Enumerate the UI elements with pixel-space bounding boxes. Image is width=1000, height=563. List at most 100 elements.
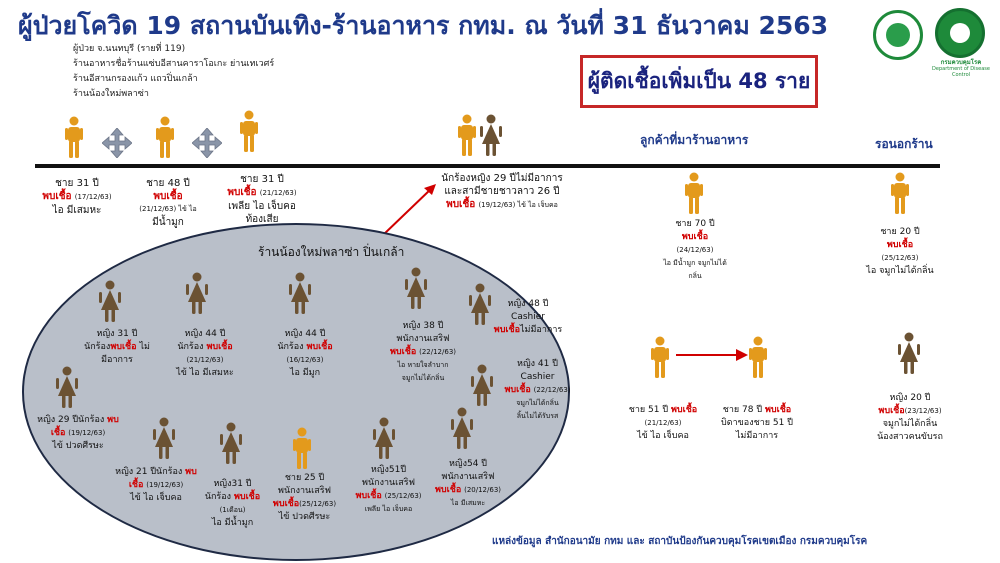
infected-tag: พบเชื้อ	[272, 499, 300, 509]
female-person-icon	[153, 417, 175, 459]
timeline-case: ชาย 31 ปี พบเชื้อ (21/12/63) เพลีย ไอ เจ…	[222, 173, 302, 226]
male-person-icon	[749, 336, 767, 378]
case-role: พนักงานเสริฟ	[396, 334, 450, 344]
case-age: ชาย 78 ปี	[722, 405, 763, 415]
case-symptoms: มีอาการ	[101, 355, 133, 365]
infected-tag: พบเชื้อ	[493, 325, 521, 335]
logo-caption-en: Department of Disease Control	[932, 66, 990, 78]
case-symptoms: ท้องเสีย	[245, 214, 279, 225]
case-role: พนักงานเสริฟ	[441, 472, 495, 482]
case-age: หญิง 29 ปีนักร้อง	[37, 415, 105, 425]
male-person-icon	[458, 114, 476, 156]
logo-caption: กรมควบคุมโรค Department of Disease Contr…	[924, 59, 998, 79]
case-date: (17/12/63)	[74, 193, 112, 201]
case-relation: บิดาของชาย 51 ปี	[721, 418, 793, 428]
index-case-info: ผู้ป่วย จ.นนทบุรี (รายที่ 119) ร้านอาหาร…	[73, 42, 274, 102]
venue-case: หญิง 38 ปี พนักงานเสริฟ พบเชื้อ (22/12/6…	[378, 320, 468, 385]
male-person-icon	[891, 172, 909, 214]
case-date: (25/12/63)	[881, 254, 919, 262]
female-person-icon	[220, 422, 242, 464]
right-arrow-icon	[676, 349, 748, 361]
right-arrow-icon	[381, 184, 436, 237]
venue-case: หญิง 21 ปีนักร้อง พบ เชื้อ (19/12/63) ไข…	[106, 466, 206, 505]
male-person-icon	[156, 116, 174, 158]
venue-case: หญิง51ปี พนักงานเสริฟ พบเชื้อ (25/12/63)…	[346, 464, 431, 516]
infected-tag: พบเชื้อ	[670, 405, 698, 415]
case-symptoms: ไอ มีเสมหะ	[52, 205, 102, 216]
case-symptoms: ไอ มีน้ำมูก จมูกไม่ได้	[663, 259, 727, 267]
case-age: หญิง 20 ปี	[889, 393, 931, 403]
case-symptoms: กลิ่น	[688, 272, 702, 280]
venue-case: หญิง 31 ปี นักร้องพบเชื้อ ไม่ มีอาการ	[72, 328, 162, 367]
total-cases-callout: ผู้ติดเชื้อเพิ่มเป็น 48 ราย	[580, 55, 818, 108]
case-role: พนักงานเสริฟ	[278, 486, 331, 496]
page-title: ผู้ป่วยโควิด 19 สถานบันเทิง-ร้านอาหาร กท…	[18, 11, 829, 40]
case-symptoms: ไอ หายใจลำบาก	[397, 361, 449, 369]
waiting-case: ชาย 20 ปี พบเชื้อ (25/12/63) ไอ จมูกไม่ไ…	[855, 226, 945, 278]
ddc-logo	[935, 8, 985, 58]
infected-tag: พบเชื้อ	[42, 191, 72, 202]
timeline-case: ชาย 31 ปี พบเชื้อ (17/12/63) ไอ มีเสมหะ	[42, 177, 112, 217]
case-age: หญิง 48 ปี	[507, 299, 549, 309]
case-symptoms: ไอ จมูกไม่ได้กลิ่น	[866, 266, 934, 276]
case-symptoms: ไข้ ไอ มีเสมหะ	[176, 368, 234, 378]
index-case-line: ร้านน้องใหม่พลาซ่า	[73, 89, 149, 99]
case-symptoms: ไข้ ปวดศีรษะ	[278, 512, 331, 522]
case-age: ชาย 31 ปี	[240, 174, 284, 185]
venue-name: ร้านน้องใหม่พลาซ่า ปิ่นเกล้า	[258, 245, 405, 259]
case-symptoms: ไอ มีน้ำมูก	[211, 518, 254, 528]
case-age: หญิง31 ปี	[213, 479, 252, 489]
infected-tag: เชื้อ	[50, 428, 66, 438]
case-age: หญิง51ปี	[370, 465, 407, 475]
case-age: ชาย 70 ปี	[675, 219, 715, 229]
infected-tag: พบเชื้อ	[389, 347, 417, 357]
case-symptoms: เพลีย ไอ เจ็บคอ	[228, 201, 296, 212]
female-person-icon	[56, 366, 78, 408]
female-person-icon	[471, 364, 493, 406]
move-arrows-icon	[192, 128, 222, 158]
venue-case: หญิง31 ปี นักร้อง พบเชื้อ (1เดือน) ไอ มี…	[190, 478, 275, 530]
case-date: (22/12/63)	[533, 386, 571, 394]
venue-case: หญิง 44 ปี นักร้อง พบเชื้อ (16/12/63) ไอ…	[260, 328, 350, 380]
case-date: (20/12/63)	[464, 486, 502, 494]
infected-tag: เชื้อ	[128, 480, 144, 490]
case-date: (1เดือน)	[219, 506, 246, 514]
infected-tag: พบเชื้อ	[434, 485, 462, 495]
index-case-line: ผู้ป่วย จ.นนทบุรี (รายที่ 119)	[73, 44, 186, 54]
male-person-icon	[240, 110, 258, 152]
case-symptoms: ไอ มีมูก	[289, 368, 321, 378]
venue-case: หญิง 44 ปี นักร้อง พบเชื้อ (21/12/63) ไข…	[160, 328, 250, 380]
case-date: (21/12/63)	[186, 356, 224, 364]
case-symptoms: ลิ้นไม่ได้รับรส	[516, 412, 559, 420]
case-age: และสามีชายชาวลาว 26 ปี	[444, 186, 560, 197]
female-person-icon	[480, 114, 502, 156]
infected-tag: พบเชื้อ	[306, 342, 333, 352]
infected-tag: พบเชื้อ	[504, 385, 531, 395]
infected-tag: พบเชื้อ	[227, 187, 257, 198]
case-age: ชาย 25 ปี	[284, 473, 325, 483]
case-date: (22/12/63)	[419, 348, 457, 356]
case-role: พนักงานเสริฟ	[362, 478, 415, 488]
timeline-case: ชาย 48 ปี พบเชื้อ (21/12/63) ไข้ ไอ มีน้…	[128, 177, 208, 229]
infected-tag: พบเชื้อ	[110, 342, 137, 352]
infected-tag: พบเชื้อ	[355, 491, 382, 501]
customer-case: ชาย 78 ปี พบเชื้อ บิดาของชาย 51 ปี ไม่มี…	[712, 404, 802, 443]
case-symptoms: มีน้ำมูก	[152, 217, 184, 228]
case-age: หญิง54 ปี	[448, 459, 488, 469]
case-age: ชาย 31 ปี	[55, 178, 99, 189]
male-person-icon	[685, 172, 703, 214]
infected-tag: พบเชื้อ	[153, 191, 183, 202]
infected-tag: พบเชื้อ	[446, 199, 476, 210]
venue-case: หญิง 41 ปี Cashier พบเชื้อ (22/12/63) จม…	[500, 358, 575, 423]
index-case-line: ร้านอีสานกรองแก้ว แถวปิ่นเกล้า	[73, 74, 198, 84]
timeline-case: นักร้องหญิง 29 ปีไม่มีอาการ และสามีชายชา…	[432, 172, 572, 212]
case-age: หญิง 38 ปี	[402, 321, 444, 331]
case-date: (19/12/63)	[68, 429, 106, 437]
case-date: (21/12/63)	[259, 189, 297, 197]
infected-tag: พบเชื้อ	[206, 342, 233, 352]
case-age: หญิง 31 ปี	[96, 329, 138, 339]
case-role: นักร้อง	[177, 342, 204, 352]
case-date: (25/12/63)	[299, 500, 337, 508]
logo-caption-th: กรมควบคุมโรค	[940, 59, 982, 66]
restaurant-customers-header: ลูกค้าที่มาร้านอาหาร	[640, 133, 749, 147]
